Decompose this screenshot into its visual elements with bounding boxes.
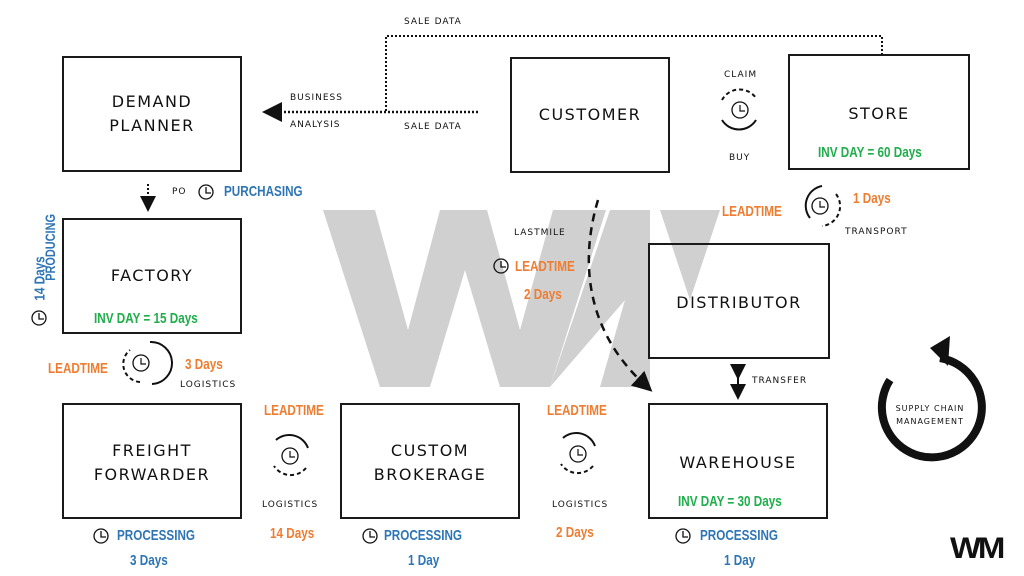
watermark-m-shape	[550, 210, 720, 387]
store-leadtime-label: LEADTIME	[722, 203, 782, 220]
factory-leadtime-mode: LOGISTICS	[180, 380, 237, 390]
wh-processing-days: 1 Day	[724, 552, 756, 569]
supply-chain-cycle-arrowhead	[930, 336, 950, 366]
node-label: FACTORY	[110, 266, 194, 285]
transfer-label: TRANSFER	[752, 376, 808, 386]
producing-label: PRODUCING	[42, 214, 58, 310]
sale-data-label-top: SALE DATA	[404, 17, 462, 27]
purchasing-label: PURCHASING	[224, 183, 303, 200]
supply-chain-badge-label: SUPPLY CHAIN MANAGEMENT	[895, 404, 965, 426]
node-distributor: DISTRIBUTOR	[648, 243, 830, 359]
lastmile-arrow	[587, 199, 653, 392]
watermark-w-shape	[323, 210, 606, 387]
supply-chain-cycle-arrow	[877, 354, 986, 462]
node-label: CUSTOMER	[538, 105, 642, 124]
factory-leadtime-days: 3 Days	[185, 356, 223, 373]
factory-leadtime-label: LEADTIME	[48, 360, 108, 377]
producing-text: PRODUCING	[42, 214, 58, 281]
inventory-days: INV DAY = 15 Days	[94, 310, 198, 327]
store-leadtime-mode: TRANSPORT	[845, 227, 908, 237]
buy-label: BUY	[729, 153, 751, 163]
cycle-icon-claim-buy	[721, 88, 757, 131]
node-label: FREIGHT FORWARDER	[93, 441, 211, 484]
analysis-label: ANALYSIS	[290, 120, 341, 130]
sale-data-line-top	[385, 35, 883, 112]
ff-processing-days: 3 Days	[130, 552, 168, 569]
ff-leadtime-days: 14 Days	[270, 525, 315, 542]
clock-icon-ff-processing	[93, 528, 109, 544]
store-leadtime-days: 1 Days	[853, 190, 891, 207]
node-label: CUSTOM BROKERAGE	[373, 441, 487, 484]
clock-icon-cb-processing	[362, 528, 378, 544]
wm-logo: WM	[950, 532, 1005, 565]
ff-leadtime-mode: LOGISTICS	[262, 500, 319, 510]
node-warehouse: WAREHOUSE INV DAY = 30 Days	[648, 403, 828, 519]
lastmile-label: LASTMILE	[514, 228, 566, 238]
node-factory: FACTORY INV DAY = 15 Days	[62, 218, 242, 334]
clock-icon-purchasing	[198, 184, 214, 200]
node-store: STORE INV DAY = 60 Days	[788, 54, 970, 170]
cycle-icon-cb	[560, 431, 596, 475]
claim-label: CLAIM	[724, 70, 758, 80]
ff-leadtime-label: LEADTIME	[264, 402, 324, 419]
node-label: DEMAND PLANNER	[109, 92, 195, 135]
wh-processing-label: PROCESSING	[700, 527, 779, 544]
node-custom-brokerage: CUSTOM BROKERAGE	[340, 403, 520, 519]
inventory-days: INV DAY = 60 Days	[818, 144, 922, 161]
cycle-icon-store	[804, 185, 842, 227]
po-label: PO	[172, 187, 187, 197]
clock-icon-producing	[31, 310, 47, 326]
sale-data-label-bottom: SALE DATA	[404, 122, 462, 132]
ff-processing-label: PROCESSING	[117, 527, 196, 544]
clock-icon-wh-processing	[675, 528, 691, 544]
node-label: WAREHOUSE	[679, 453, 797, 472]
cycle-icon-ff	[273, 433, 309, 477]
node-label: STORE	[848, 104, 910, 123]
clock-icon-lastmile	[493, 258, 509, 274]
business-label: BUSINESS	[290, 93, 343, 103]
node-freight-forwarder: FREIGHT FORWARDER	[62, 403, 242, 519]
node-customer: CUSTOMER	[510, 57, 670, 173]
cb-processing-days: 1 Day	[408, 552, 440, 569]
cb-processing-label: PROCESSING	[384, 527, 463, 544]
node-label: DISTRIBUTOR	[676, 293, 802, 312]
cb-leadtime-days: 2 Days	[556, 524, 594, 541]
cb-leadtime-mode: LOGISTICS	[552, 500, 609, 510]
node-demand-planner: DEMAND PLANNER	[62, 56, 242, 172]
lastmile-days: 2 Days	[524, 286, 562, 303]
inventory-days: INV DAY = 30 Days	[678, 493, 782, 510]
cb-leadtime-label: LEADTIME	[547, 402, 607, 419]
cycle-icon-factory	[122, 340, 173, 385]
lastmile-leadtime: LEADTIME	[515, 258, 575, 275]
